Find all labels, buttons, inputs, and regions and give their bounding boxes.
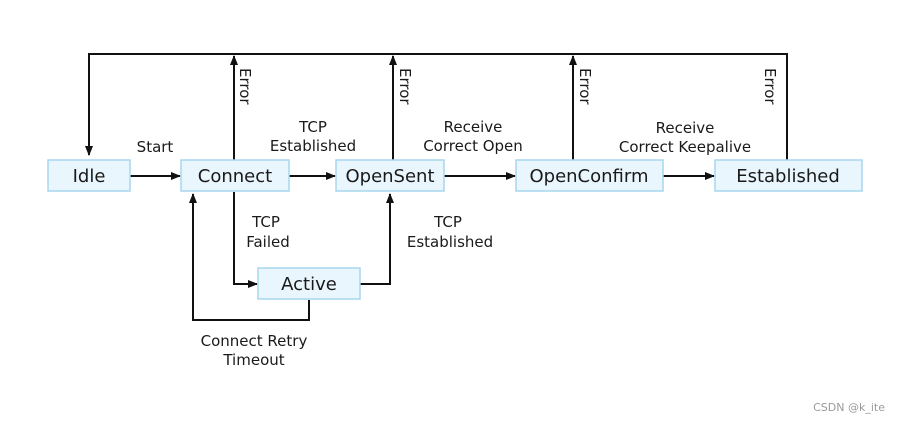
label-tcp-established-top-line2: Established: [270, 137, 356, 155]
state-openconfirm-label: OpenConfirm: [529, 166, 648, 187]
edge-connect-to-active: [233, 192, 258, 288]
label-receive-open-line2: Correct Open: [423, 137, 523, 155]
label-tcp-established-bottom-line1: TCP: [433, 213, 462, 231]
label-receive-keepalive-line1: Receive: [656, 119, 715, 137]
state-openconfirm: OpenConfirm: [515, 159, 664, 192]
state-established-label: Established: [736, 166, 840, 187]
label-receive-open-line1: Receive: [444, 118, 503, 136]
label-tcp-established-top-line1: TCP: [298, 118, 327, 136]
label-error-opensent: Error: [396, 68, 414, 105]
state-opensent-label: OpenSent: [345, 166, 434, 187]
error-loop-line: [85, 53, 788, 160]
state-active-label: Active: [281, 274, 337, 295]
label-connect-retry-line2: Timeout: [222, 351, 284, 369]
label-error-connect: Error: [236, 68, 254, 105]
label-receive-keepalive-line2: Correct Keepalive: [619, 138, 751, 156]
label-error-openconfirm: Error: [576, 68, 594, 105]
state-established: Established: [714, 159, 863, 192]
watermark-text: CSDN @k_ite: [813, 401, 885, 414]
label-tcp-established-bottom-line2: Established: [407, 233, 493, 251]
state-connect-label: Connect: [198, 166, 272, 187]
label-connect-retry-line1: Connect Retry: [201, 332, 308, 350]
label-tcp-failed-line2: Failed: [246, 233, 290, 251]
state-active: Active: [257, 267, 361, 300]
edge-active-to-connect: [189, 193, 310, 321]
state-opensent: OpenSent: [335, 159, 445, 192]
state-idle-label: Idle: [73, 166, 106, 187]
label-start: Start: [137, 138, 174, 156]
state-idle: Idle: [47, 159, 131, 192]
label-tcp-failed-line1: TCP: [251, 213, 280, 231]
state-connect: Connect: [180, 159, 290, 192]
label-error-established: Error: [761, 68, 779, 105]
edge-active-to-opensent: [360, 193, 394, 285]
